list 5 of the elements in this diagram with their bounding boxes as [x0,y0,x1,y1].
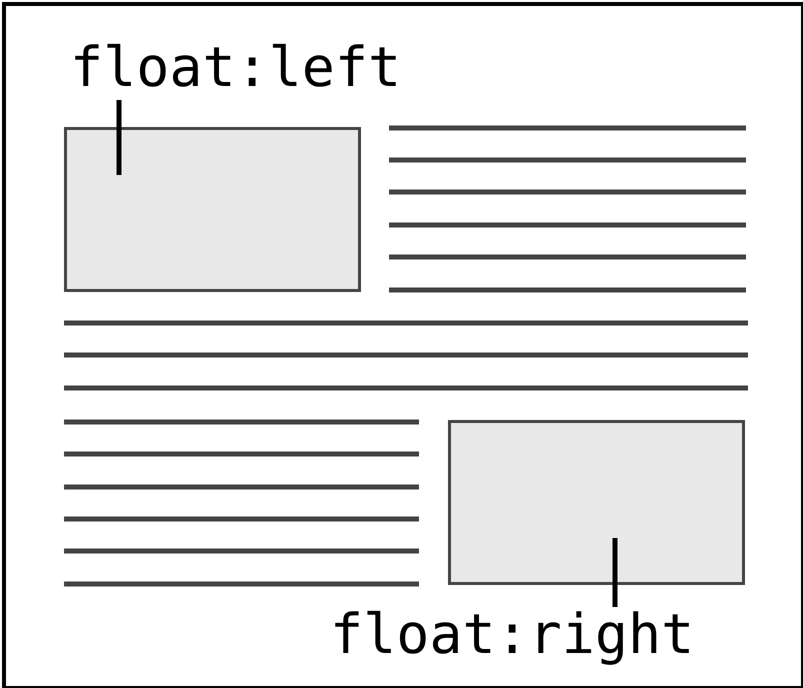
floated-box [64,127,361,292]
floated-box [448,420,745,585]
leader-line [116,100,122,175]
css-label: float:left [70,40,402,95]
leader-line [612,538,618,607]
